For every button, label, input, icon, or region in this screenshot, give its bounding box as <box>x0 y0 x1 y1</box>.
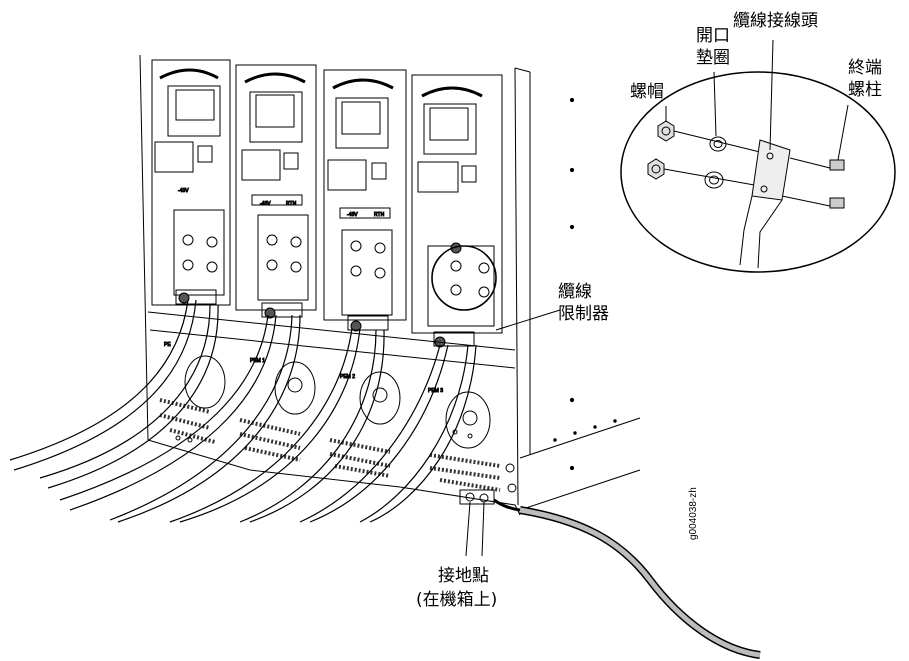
pem-module-0 <box>151 59 231 306</box>
panel-label-voltage-1: -48V <box>260 201 271 207</box>
figure-id: g004038-zh <box>688 487 699 540</box>
terminal-detail-inset <box>620 71 896 273</box>
callout-grounding-points-line2: (在機箱上) <box>416 590 498 610</box>
panel-label-pem-0: PE <box>164 342 171 348</box>
power-cables <box>9 299 477 523</box>
callout-terminal-stud-line2: 螺柱 <box>848 80 882 100</box>
callout-cable-lug: 纜線接線頭 <box>733 11 818 31</box>
panel-label-voltage-2: -48V <box>347 212 358 218</box>
callout-grounding-points-line1: 接地點 <box>438 566 489 586</box>
panel-label-rtn-2: RTN <box>374 212 385 218</box>
pem-module-3 <box>411 74 503 348</box>
lower-panel <box>147 311 517 493</box>
pem-module-1 <box>235 64 317 319</box>
callout-nut: 螺帽 <box>630 82 664 102</box>
panel-label-pem-2: PEM 2 <box>340 374 355 380</box>
callout-terminal-stud-line1: 終端 <box>848 58 882 78</box>
panel-label-pem-3: PEM 3 <box>428 388 443 394</box>
ground-cable <box>519 506 761 659</box>
leader-lines <box>465 39 849 557</box>
callout-cable-restraint-line2: 限制器 <box>558 304 609 324</box>
chassis-ground-lug <box>459 489 521 512</box>
panel-label-pem-1: PEM 1 <box>250 358 265 364</box>
callout-split-washer-line1: 開口 <box>696 26 730 46</box>
pem-module-2 <box>323 69 407 332</box>
callout-split-washer-line2: 墊圈 <box>696 48 730 68</box>
callout-cable-restraint-line1: 纜線 <box>558 282 592 302</box>
panel-label-voltage-0: -48V <box>178 188 189 194</box>
panel-label-rtn-1: RTN <box>286 201 297 207</box>
